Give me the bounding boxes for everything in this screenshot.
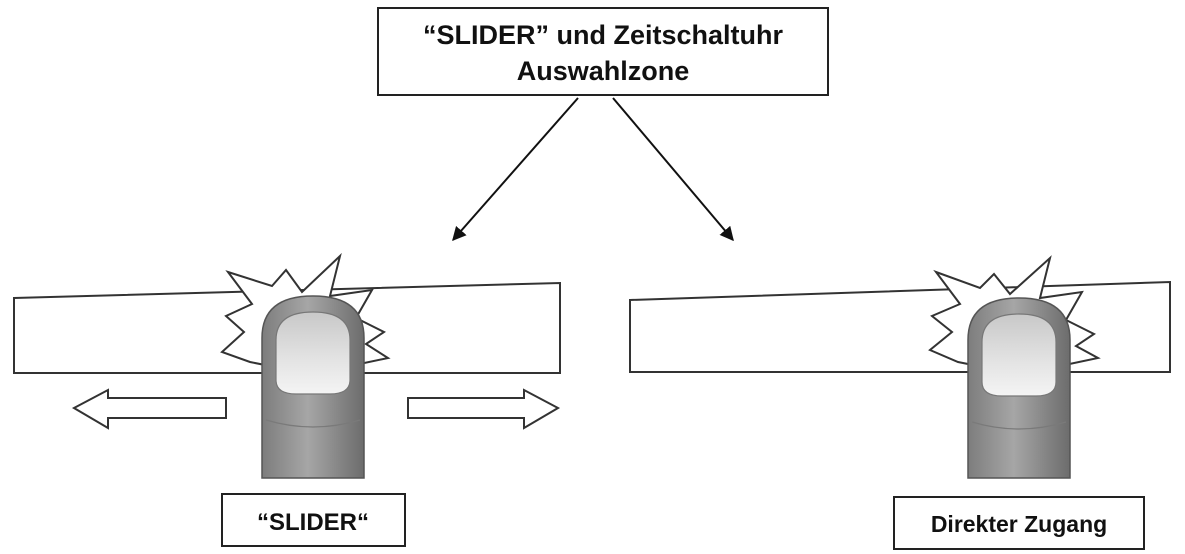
pointer-arrow-left <box>452 97 579 242</box>
slider-label: “SLIDER“ <box>257 509 369 536</box>
selection-zone-label-line1: “SLIDER” und Zeitschaltuhr <box>423 20 784 50</box>
arrow-left-icon <box>71 388 227 430</box>
direct-access-panel: Direkter Zugang <box>629 255 1171 550</box>
arrow-right-icon <box>407 388 561 430</box>
slider-panel: “SLIDER“ <box>13 252 561 547</box>
selection-zone-label: “SLIDER” und Zeitschaltuhr Auswahlzone <box>377 7 829 96</box>
selection-zone-label-line2: Auswahlzone <box>517 56 690 86</box>
direct-access-label-box: Direkter Zugang <box>893 496 1145 550</box>
direct-access-label: Direkter Zugang <box>931 511 1107 537</box>
finger-icon <box>261 295 365 479</box>
finger-icon <box>967 297 1071 479</box>
pointer-arrow-right <box>612 97 734 242</box>
slider-label-box: “SLIDER“ <box>221 493 406 547</box>
